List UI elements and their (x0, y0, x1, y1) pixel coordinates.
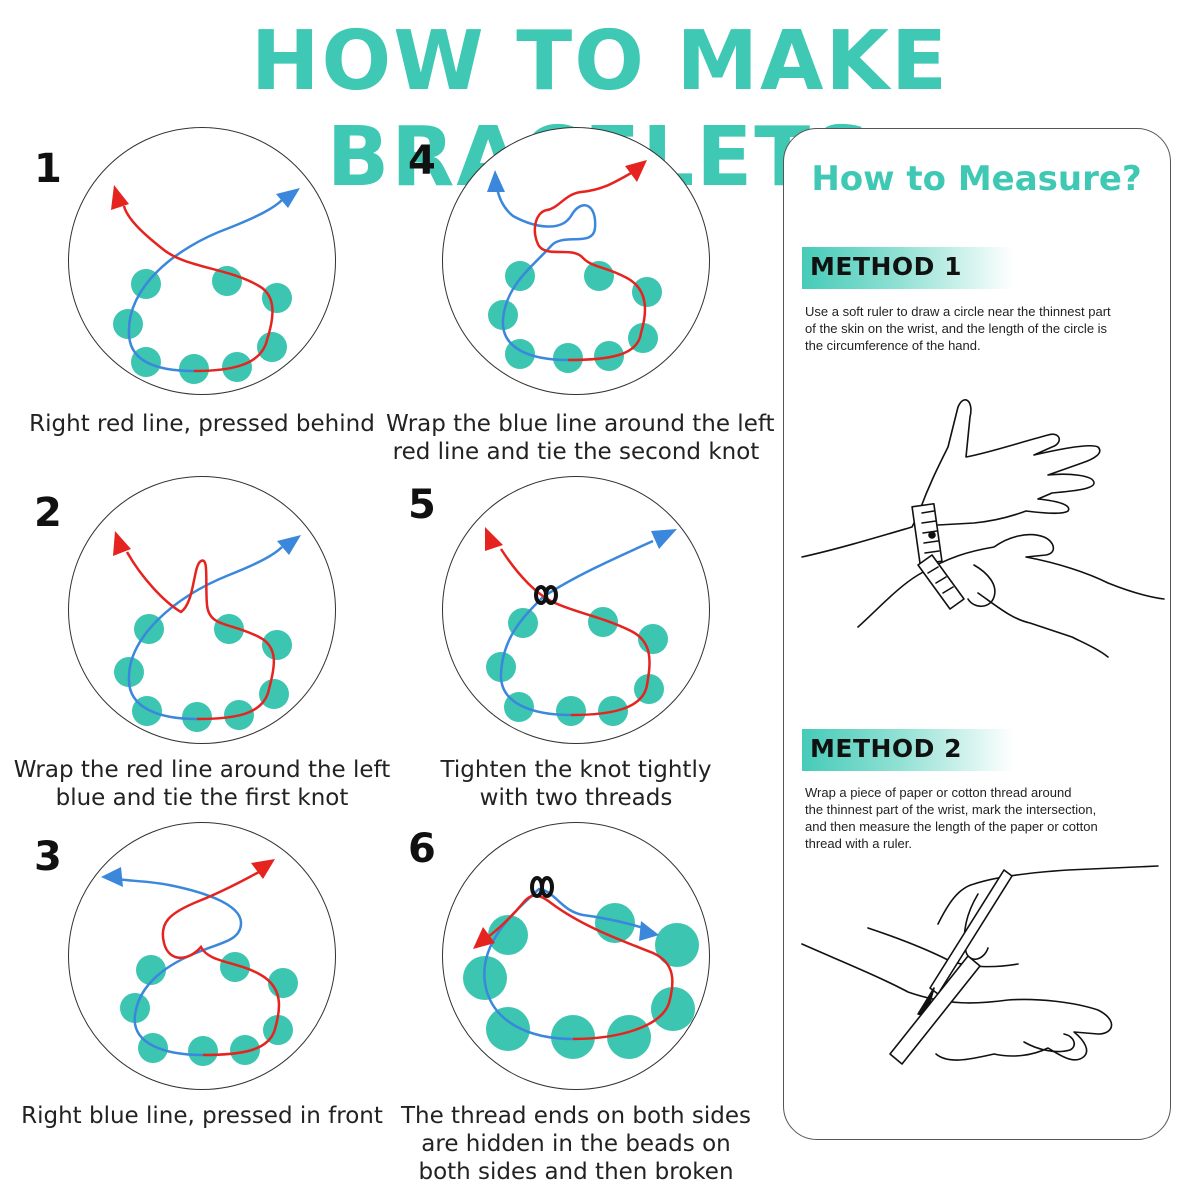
step-2-diagram (68, 476, 336, 744)
blue-arrowhead (277, 535, 301, 555)
bead (607, 1015, 651, 1059)
wrist-paper-strip-illustration (798, 864, 1168, 1139)
step-5-caption: Tighten the knot tightly with two thread… (440, 757, 712, 811)
step-6-diagram (442, 822, 710, 1090)
bead (188, 1036, 218, 1066)
step-3-number: 3 (34, 834, 62, 880)
method-2-header: METHOD 2 (802, 729, 1014, 771)
step-4-diagram (442, 127, 710, 395)
wrist-tape-measure-illustration (798, 387, 1168, 672)
bead (120, 993, 150, 1023)
red-arrowhead (625, 160, 647, 182)
bead (556, 696, 586, 726)
red-arrowhead (111, 185, 129, 210)
step-5-number: 5 (408, 482, 436, 528)
step-6-number: 6 (408, 826, 436, 872)
red-line (533, 170, 647, 362)
step-5-diagram (442, 476, 710, 744)
bead (259, 679, 289, 709)
bead (230, 1035, 260, 1065)
blue-arrowhead (487, 170, 505, 192)
step-1-diagram (68, 127, 336, 395)
bead (262, 283, 292, 313)
bead (553, 343, 583, 373)
step-1-number: 1 (34, 146, 62, 192)
bead (488, 915, 528, 955)
bead (179, 354, 209, 384)
bead (551, 1015, 595, 1059)
blue-line (116, 877, 243, 1057)
bead (632, 277, 662, 307)
blue-arrowhead (101, 867, 123, 887)
bead (220, 952, 250, 982)
blue-arrowhead (276, 188, 300, 208)
bead (651, 987, 695, 1031)
bead (262, 630, 292, 660)
bead (136, 955, 166, 985)
bead (655, 923, 699, 967)
red-arrowhead (485, 527, 503, 551)
bead (594, 341, 624, 371)
red-arrowhead (113, 531, 131, 556)
method-1-label: METHOD 1 (810, 252, 963, 281)
step-1-caption: Right red line, pressed behind (29, 411, 375, 437)
red-line (125, 551, 276, 721)
step-3-diagram (68, 822, 336, 1090)
red-line (499, 548, 651, 717)
blue-line (127, 199, 283, 373)
blue-line (495, 187, 597, 362)
step-4-number: 4 (408, 138, 436, 184)
blue-arrowhead (651, 529, 677, 549)
red-arrowhead (251, 859, 275, 879)
blue-line (499, 539, 654, 717)
bead (214, 614, 244, 644)
bead (212, 266, 242, 296)
method-2-label: METHOD 2 (810, 734, 963, 763)
knot (530, 876, 554, 898)
red-arrowhead (473, 927, 495, 949)
step-2-number: 2 (34, 490, 62, 536)
bead (486, 1007, 530, 1051)
red-line (484, 894, 674, 1041)
knot (534, 585, 558, 605)
method-2-text: Wrap a piece of paper or cotton thread a… (805, 785, 1098, 851)
red-line (122, 205, 274, 373)
method-1-header: METHOD 1 (802, 247, 1014, 289)
red-line (161, 869, 281, 1057)
step-3-caption: Right blue line, pressed in front (21, 1103, 383, 1129)
step-2-caption: Wrap the red line around the left blue a… (13, 757, 391, 811)
bead (182, 702, 212, 732)
step-6-caption: The thread ends on both sides are hidden… (400, 1103, 752, 1185)
step-4-caption: Wrap the blue line around the left red l… (386, 411, 775, 465)
bead (588, 607, 618, 637)
bead (505, 261, 535, 291)
bead (257, 332, 287, 362)
measure-title: How to Measure? (811, 159, 1142, 199)
method-1-text: Use a soft ruler to draw a circle near t… (805, 304, 1111, 353)
blue-arrowhead (639, 921, 659, 941)
measure-panel: How to Measure? METHOD 1 Use a soft rule… (783, 128, 1171, 1140)
blue-line (127, 546, 283, 721)
